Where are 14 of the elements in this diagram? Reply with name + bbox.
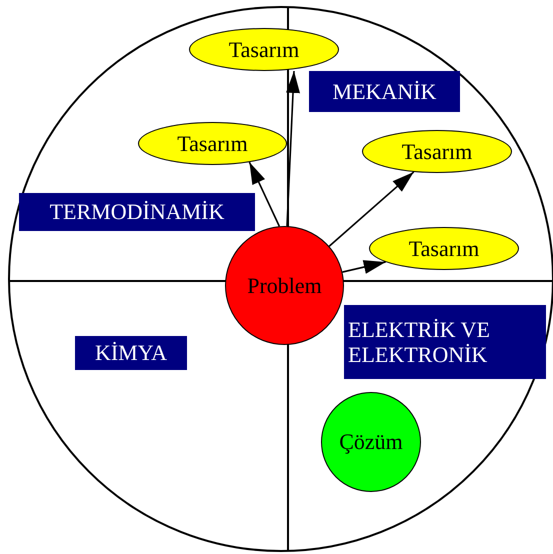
field-label: MEKANİK <box>309 71 460 112</box>
circle-node: Çözüm <box>321 392 421 492</box>
design-ellipse: Tasarım <box>138 122 287 165</box>
field-label: TERMODİNAMİK <box>19 193 255 231</box>
design-ellipse: Tasarım <box>362 130 512 173</box>
arrow <box>328 171 414 247</box>
field-label: KİMYA <box>75 336 187 370</box>
field-label: ELEKTRİK VE ELEKTRONİK <box>344 305 546 379</box>
circle-node: Problem <box>225 226 344 345</box>
arrow <box>248 162 280 227</box>
design-ellipse: Tasarım <box>189 28 339 71</box>
arrow <box>286 70 300 226</box>
design-ellipse: Tasarım <box>369 227 519 270</box>
arrow <box>342 260 386 274</box>
